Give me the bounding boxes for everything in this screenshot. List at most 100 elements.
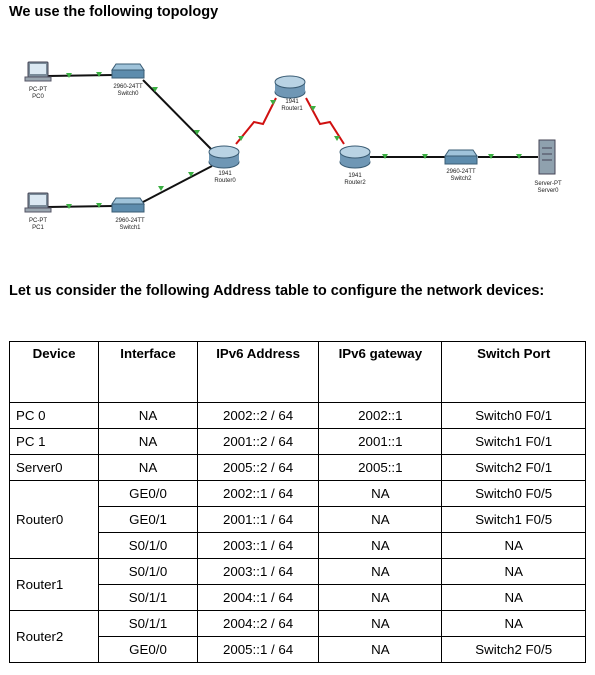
link-status-icon bbox=[158, 186, 164, 191]
header-device: Device bbox=[8, 341, 100, 403]
cell-device: PC 0 bbox=[8, 402, 100, 429]
link-status-icon bbox=[270, 100, 276, 105]
link-status-icon bbox=[238, 136, 244, 141]
link-router0-router1 bbox=[235, 97, 277, 145]
cell-interface: S0/1/1 bbox=[98, 584, 198, 611]
switch0-icon bbox=[111, 63, 145, 79]
link-status-icon bbox=[152, 87, 158, 92]
pc0-name-label: PC0 bbox=[32, 94, 44, 100]
cell-interface: NA bbox=[98, 428, 198, 455]
cell-ipv6-address: 2002::1 / 64 bbox=[196, 480, 320, 507]
cell-interface: GE0/0 bbox=[98, 636, 198, 663]
table-row: S0/1/0 2003::1 / 64 NA NA bbox=[10, 532, 586, 559]
cell-ipv6-address: 2001::2 / 64 bbox=[196, 428, 320, 455]
cell-device: Router2 bbox=[8, 610, 100, 663]
cell-ipv6-address: 2001::1 / 64 bbox=[196, 506, 320, 533]
table-header-row: Device Interface IPv6 Address IPv6 gatew… bbox=[8, 341, 586, 403]
link-pc0-switch0 bbox=[47, 74, 114, 77]
link-status-icon bbox=[422, 154, 428, 159]
link-status-icon bbox=[96, 203, 102, 208]
pc0-type-label: PC-PT bbox=[29, 87, 47, 93]
cell-switch-port: NA bbox=[441, 532, 586, 559]
cell-switch-port: NA bbox=[441, 558, 586, 585]
table-row: PC 0 NA 2002::2 / 64 2002::1 Switch0 F0/… bbox=[8, 402, 586, 429]
cell-ipv6-address: 2003::1 / 64 bbox=[196, 558, 320, 585]
link-status-icon bbox=[96, 72, 102, 77]
router1-type-label: 1941 bbox=[285, 99, 299, 105]
cell-interface: NA bbox=[98, 402, 198, 429]
link-status-icon bbox=[310, 106, 316, 111]
cell-device: Router0 bbox=[8, 480, 100, 559]
cell-switch-port: NA bbox=[441, 584, 586, 611]
cell-ipv6-gateway: 2001::1 bbox=[318, 428, 443, 455]
router2-type-label: 1941 bbox=[348, 173, 362, 179]
cell-switch-port: Switch0 F0/1 bbox=[441, 402, 586, 429]
switch1-type-label: 2960-24TT bbox=[115, 218, 145, 224]
cell-ipv6-address: 2003::1 / 64 bbox=[196, 532, 320, 559]
cell-ipv6-gateway: NA bbox=[318, 636, 443, 663]
cell-device: Server0 bbox=[8, 454, 100, 481]
pc1-type-label: PC-PT bbox=[29, 218, 47, 224]
cell-ipv6-address: 2004::1 / 64 bbox=[196, 584, 320, 611]
link-status-icon bbox=[382, 154, 388, 159]
router1-name-label: Router1 bbox=[281, 106, 303, 112]
header-ipv6-address: IPv6 Address bbox=[196, 341, 320, 403]
address-table: Device Interface IPv6 Address IPv6 gatew… bbox=[8, 341, 586, 663]
table-row: Router1 S0/1/0 2003::1 / 64 NA NA bbox=[8, 558, 586, 611]
router1-icon bbox=[274, 75, 306, 99]
table-row: Router0 GE0/0 2002::1 / 64 NA Switch0 F0… bbox=[8, 480, 586, 559]
link-status-icon bbox=[66, 73, 72, 78]
table-row: S0/1/1 2004::1 / 64 NA NA bbox=[10, 584, 586, 611]
cell-interface: S0/1/1 bbox=[98, 610, 198, 637]
cell-switch-port: Switch1 F0/1 bbox=[441, 428, 586, 455]
link-status-icon bbox=[188, 172, 194, 177]
link-status-icon bbox=[194, 130, 200, 135]
pc1-icon bbox=[24, 192, 52, 213]
cell-interface: S0/1/0 bbox=[98, 532, 198, 559]
cell-switch-port: Switch2 F0/1 bbox=[441, 454, 586, 481]
cell-switch-port: Switch0 F0/5 bbox=[441, 480, 586, 507]
link-switch0-router0 bbox=[142, 79, 213, 151]
cell-ipv6-gateway: NA bbox=[318, 610, 443, 637]
cell-ipv6-address: 2002::2 / 64 bbox=[196, 402, 320, 429]
table-row: Server0 NA 2005::2 / 64 2005::1 Switch2 … bbox=[8, 454, 586, 481]
router2-icon bbox=[339, 145, 371, 169]
table-row: PC 1 NA 2001::2 / 64 2001::1 Switch1 F0/… bbox=[8, 428, 586, 455]
cell-ipv6-gateway: NA bbox=[318, 584, 443, 611]
header-switch-port: Switch Port bbox=[441, 341, 586, 403]
cell-interface: GE0/1 bbox=[98, 506, 198, 533]
switch0-type-label: 2960-24TT bbox=[113, 84, 143, 90]
server0-name-label: Server0 bbox=[537, 188, 559, 194]
switch1-icon bbox=[111, 197, 145, 213]
cell-ipv6-address: 2005::2 / 64 bbox=[196, 454, 320, 481]
switch1-name-label: Switch1 bbox=[119, 225, 141, 231]
router0-type-label: 1941 bbox=[218, 171, 232, 177]
header-interface: Interface bbox=[98, 341, 198, 403]
cell-switch-port: Switch1 F0/5 bbox=[441, 506, 586, 533]
link-pc1-switch1 bbox=[47, 205, 114, 208]
switch2-name-label: Switch2 bbox=[450, 176, 472, 182]
cell-interface: GE0/0 bbox=[98, 480, 198, 507]
switch2-type-label: 2960-24TT bbox=[446, 169, 476, 175]
link-status-icon bbox=[66, 204, 72, 209]
cell-device: Router1 bbox=[8, 558, 100, 611]
cell-interface: S0/1/0 bbox=[98, 558, 198, 585]
link-status-icon bbox=[488, 154, 494, 159]
router2-name-label: Router2 bbox=[344, 180, 366, 186]
address-table-heading: Let us consider the following Address ta… bbox=[9, 283, 545, 299]
topology-heading: We use the following topology bbox=[9, 4, 219, 20]
table-row: GE0/1 2001::1 / 64 NA Switch1 F0/5 bbox=[10, 506, 586, 533]
router0-name-label: Router0 bbox=[214, 178, 236, 184]
server0-type-label: Server-PT bbox=[534, 181, 562, 187]
link-switch1-router0 bbox=[142, 165, 213, 203]
table-row: Router2 S0/1/1 2004::2 / 64 NA NA bbox=[8, 610, 586, 663]
router0-icon bbox=[208, 145, 240, 169]
server0-icon bbox=[538, 139, 556, 175]
pc1-name-label: PC1 bbox=[32, 225, 44, 231]
cell-switch-port: Switch2 F0/5 bbox=[441, 636, 586, 663]
header-ipv6-gateway: IPv6 gateway bbox=[318, 341, 443, 403]
cell-ipv6-gateway: NA bbox=[318, 532, 443, 559]
cell-ipv6-gateway: 2002::1 bbox=[318, 402, 443, 429]
cell-ipv6-gateway: 2005::1 bbox=[318, 454, 443, 481]
cell-ipv6-gateway: NA bbox=[318, 480, 443, 507]
